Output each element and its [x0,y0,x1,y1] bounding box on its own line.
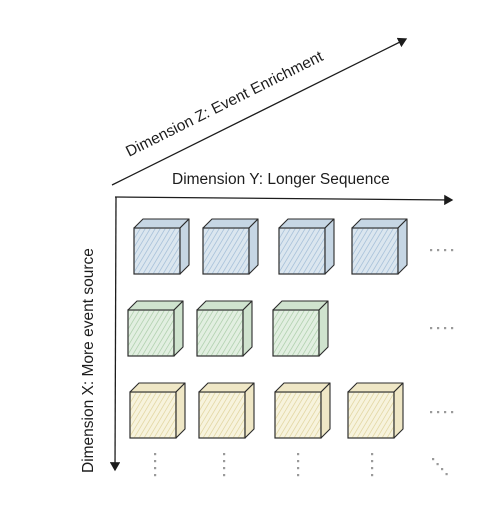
cube-yellow [198,382,255,439]
row-continuation-dots [430,249,454,252]
continuation-dots [154,249,454,477]
cube-blue [278,218,335,275]
cube-blue [133,218,190,275]
column-continuation-dots [154,453,157,477]
cube-blue [351,218,408,275]
y-axis-arrow [114,194,454,206]
cube-green [196,300,253,357]
cube-green [127,300,184,357]
z-axis-label: Dimension Z: Event Enrichment [123,48,326,161]
x-axis-label: Dimension X: More event source [80,248,97,473]
cube-yellow [129,382,186,439]
column-continuation-dots [371,453,374,477]
column-continuation-dots [223,453,226,477]
y-axis-label: Dimension Y: Longer Sequence [172,171,390,188]
row-continuation-dots [430,411,454,414]
cube-yellow [347,382,404,439]
cube-green [272,300,329,357]
cube-yellow [274,382,331,439]
cube-grid [127,218,408,439]
z-axis-arrow [111,37,408,186]
x-axis-arrow [109,196,121,472]
row-continuation-dots [430,327,454,330]
column-continuation-dots [297,453,300,477]
cube-blue [202,218,259,275]
diagonal-continuation-dots [432,458,448,476]
